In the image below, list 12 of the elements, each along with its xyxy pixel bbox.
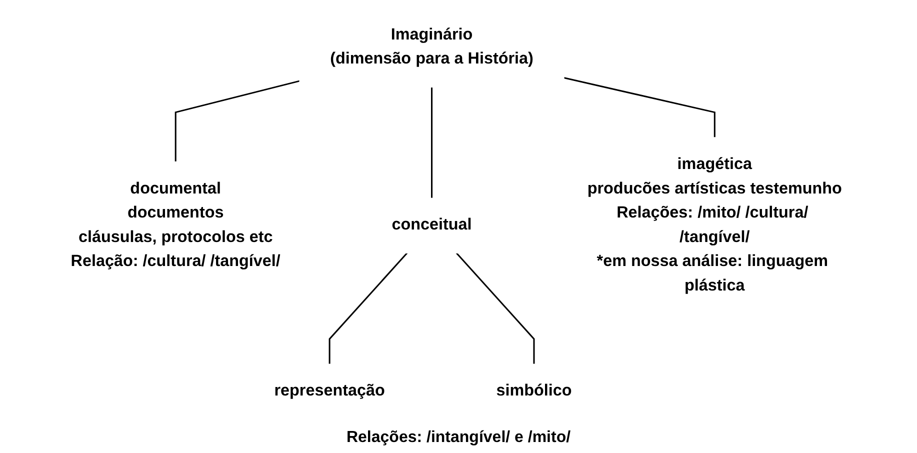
connector bbox=[328, 252, 408, 364]
node-text: Imaginário (dimensão para a História) bbox=[330, 26, 534, 68]
node-text: simbólico bbox=[496, 382, 572, 400]
node-text: conceitual bbox=[392, 216, 472, 234]
node-text: imagética producões artísticas testemunho Relações: /mito/ /cultura/ /tangível/ *em nossa análise: linguagem plástica bbox=[587, 156, 842, 294]
connector bbox=[431, 87, 433, 198]
connector bbox=[564, 77, 716, 138]
node-text: documental documentos cláusulas, protocolos etc Relação: /cultura/ /tangível/ bbox=[70, 180, 280, 270]
connector bbox=[456, 252, 535, 364]
connector bbox=[174, 80, 300, 162]
note-text: Relações: /intangível/ e /mito/ bbox=[346, 429, 571, 446]
node-text: representação bbox=[274, 382, 385, 400]
